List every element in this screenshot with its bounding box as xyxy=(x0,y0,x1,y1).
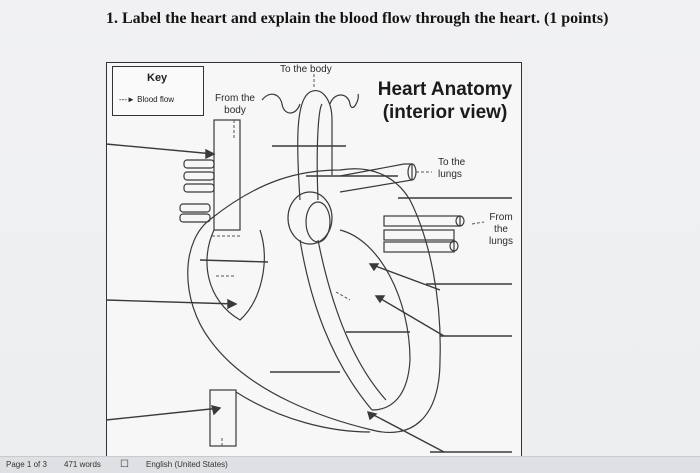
diagram-title-line1: Heart Anatomy xyxy=(377,79,513,100)
legend-key-box: Key ---► Blood flow xyxy=(112,66,204,116)
heart-diagram-figure xyxy=(106,62,522,457)
arrowhead-2 xyxy=(227,298,238,310)
pointer-line-5 xyxy=(105,407,221,421)
pointer-line-7 xyxy=(375,295,445,337)
pointer-line-15 xyxy=(199,259,269,263)
label-to-lungs-line1: To the xyxy=(438,157,466,168)
arrowhead-3 xyxy=(211,405,222,416)
status-bar: Page 1 of 3 471 words ☐ English (United … xyxy=(0,456,700,473)
flow-left xyxy=(335,291,351,301)
label-from-lungs: From the lungs xyxy=(484,212,518,248)
inner-chamber-left xyxy=(206,229,265,321)
diagram-title: Heart Anatomy (interior view) xyxy=(372,78,518,124)
status-language[interactable]: English (United States) xyxy=(146,460,228,469)
question-number: 1. xyxy=(106,10,118,27)
key-entry: ---► Blood flow xyxy=(119,95,174,104)
arrowhead-6 xyxy=(366,411,378,421)
label-from-body: From the body xyxy=(208,93,262,117)
aorta-inner xyxy=(316,103,323,201)
vessel-curl-left xyxy=(261,93,301,114)
left-vein-lower xyxy=(183,183,215,193)
valve-inner xyxy=(305,201,331,243)
left-vein-5 xyxy=(179,213,211,223)
label-from-lungs-line3: lungs xyxy=(489,236,513,247)
label-from-lungs-line2: the xyxy=(494,224,508,235)
flow-from-lungs xyxy=(471,221,485,225)
dashed-arrow-icon: ---► xyxy=(119,95,138,104)
pulmonary-vein-mid xyxy=(383,229,455,241)
label-from-lungs-line1: From xyxy=(489,212,513,223)
key-title: Key xyxy=(147,72,168,84)
septum-2 xyxy=(317,239,387,401)
aorta xyxy=(297,90,333,201)
arrowhead-4 xyxy=(368,263,380,272)
pointer-line-6 xyxy=(369,263,441,291)
label-from-body-line2: body xyxy=(224,105,246,116)
pointer-line-4 xyxy=(105,299,237,305)
question-text: Label the heart and explain the blood fl… xyxy=(122,10,609,27)
question-heading: 1. Label the heart and explain the blood… xyxy=(106,10,696,28)
pulmonary-vein-upper xyxy=(383,215,461,227)
key-entry-label: Blood flow xyxy=(137,95,175,104)
label-to-lungs: To the lungs xyxy=(438,157,465,181)
arrowhead-5 xyxy=(374,295,386,304)
heart-base xyxy=(235,391,371,433)
left-vein-upper xyxy=(183,159,215,169)
pulmonary-vein-end-2 xyxy=(449,240,459,252)
arrowhead-1 xyxy=(205,148,216,160)
vessel-curl-right xyxy=(329,93,359,109)
pulmonary-vein-lower xyxy=(383,241,455,253)
label-to-lungs-line2: lungs xyxy=(438,169,462,180)
label-from-body-line1: From the xyxy=(214,93,255,104)
left-vein-mid xyxy=(183,171,215,181)
heart-diagram xyxy=(105,74,512,453)
inner-chamber-right xyxy=(339,229,411,411)
label-to-body: To the body xyxy=(280,64,332,75)
left-vein-4 xyxy=(179,203,211,213)
pointer-line-9 xyxy=(367,411,445,453)
status-page-count[interactable]: Page 1 of 3 xyxy=(6,460,47,469)
heart-outline xyxy=(187,168,441,434)
septum xyxy=(299,239,373,411)
pulmonary-vein-end-1 xyxy=(455,215,465,227)
pointer-line-1 xyxy=(105,143,215,155)
valve-upper xyxy=(287,191,333,245)
proofing-icon[interactable]: ☐ xyxy=(120,459,129,470)
inferior-vena-cava xyxy=(209,389,237,447)
diagram-title-line2: (interior view) xyxy=(382,102,508,123)
status-word-count[interactable]: 471 words xyxy=(64,460,101,469)
